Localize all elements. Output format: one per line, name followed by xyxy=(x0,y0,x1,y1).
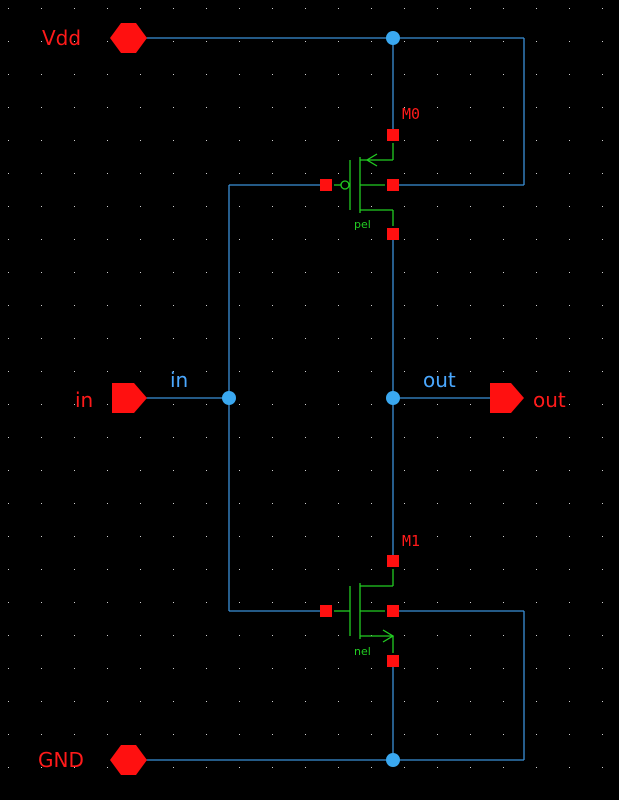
m0-source-terminal[interactable] xyxy=(387,129,399,141)
vdd-pin-label: Vdd xyxy=(42,26,81,50)
out-pin[interactable] xyxy=(490,383,524,413)
m1-bulk-terminal[interactable] xyxy=(387,605,399,617)
out-net-label: out xyxy=(423,368,456,392)
junction-in xyxy=(222,391,236,405)
gnd-pin[interactable] xyxy=(110,745,147,775)
junction-vdd xyxy=(386,31,400,45)
m1-drain-terminal[interactable] xyxy=(387,555,399,567)
nmos-transistor-m1[interactable] xyxy=(320,555,399,667)
vdd-pin[interactable] xyxy=(110,23,147,53)
in-net-label: in xyxy=(170,368,188,392)
m0-instance-label: M0 xyxy=(402,105,420,123)
out-pin-label: out xyxy=(533,388,566,412)
in-pin[interactable] xyxy=(112,383,147,413)
m0-drain-terminal[interactable] xyxy=(387,228,399,240)
in-pin-label: in xyxy=(75,388,93,412)
junction-out xyxy=(386,391,400,405)
m1-model-label: nel xyxy=(354,645,371,658)
junctions xyxy=(222,31,400,767)
pmos-transistor-m0[interactable] xyxy=(320,129,399,240)
m1-source-terminal[interactable] xyxy=(387,655,399,667)
grid-dots xyxy=(8,8,603,768)
junction-gnd xyxy=(386,753,400,767)
m0-model-label: pel xyxy=(354,218,371,231)
m0-bulk-terminal[interactable] xyxy=(387,179,399,191)
m1-instance-label: M1 xyxy=(402,532,420,550)
gnd-pin-label: GND xyxy=(38,748,84,772)
m1-gate-terminal[interactable] xyxy=(320,605,332,617)
m0-gate-terminal[interactable] xyxy=(320,179,332,191)
